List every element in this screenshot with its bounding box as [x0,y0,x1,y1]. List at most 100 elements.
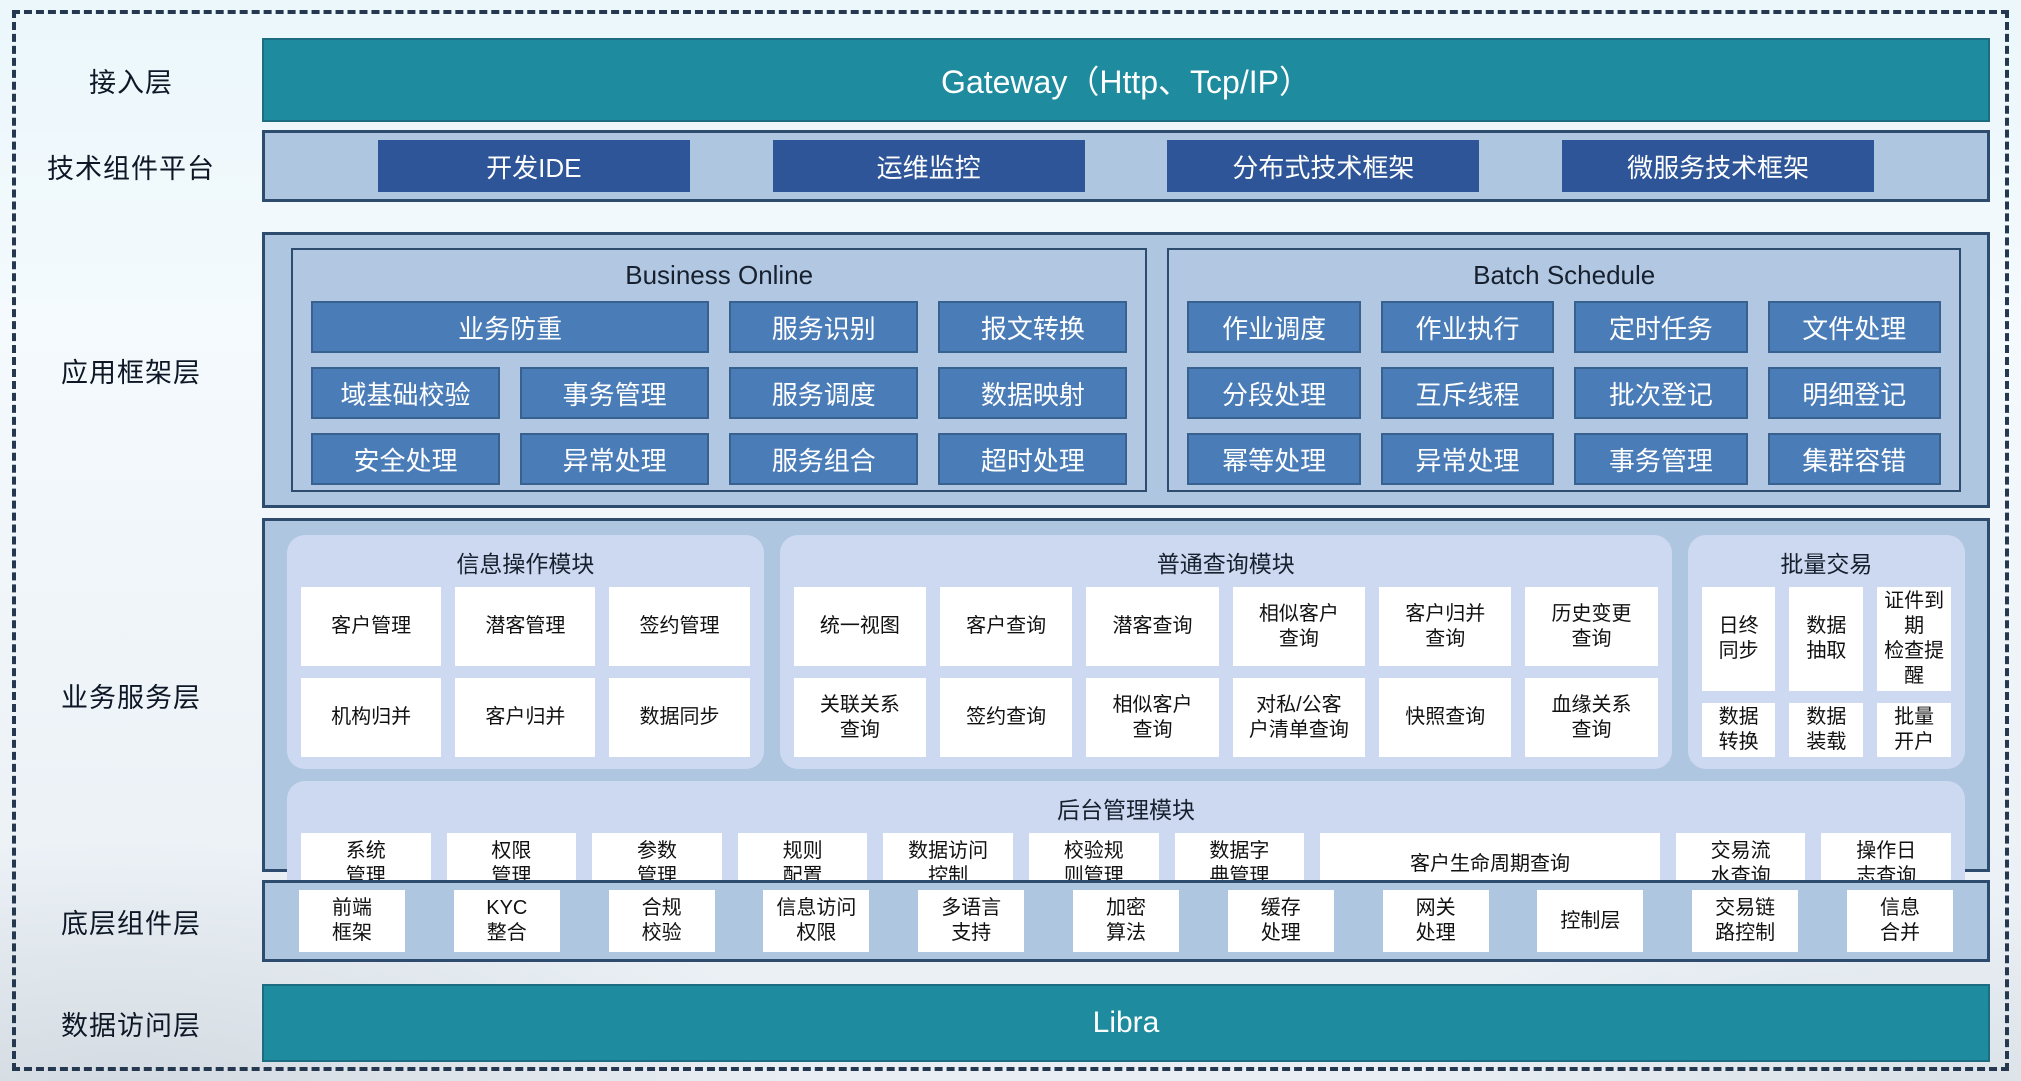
tech-platform-block: 开发IDE [377,140,690,192]
batch-schedule-block: 集群容错 [1767,433,1941,485]
business-service-row: 业务服务层 信息操作模块 客户管理 潜客管理 签约管理 机构归并 客户归并 [0,518,1990,907]
base-component-block: 合规 校验 [608,890,715,952]
app-framework-row: 应用框架层 Business Online 业务防重 服务识别 报文转换 域基础… [0,232,1990,508]
business-online-block: 安全处理 [311,433,501,485]
base-component-block: 交易链 路控制 [1692,890,1799,952]
layer-stack: 接入层 Gateway（Http、Tcp/IP） 技术组件平台 开发IDE 运维… [0,38,1990,1062]
layer-label-tech-platform: 技术组件平台 [47,153,215,184]
query-module-block: 客户查询 [940,587,1073,666]
batch-schedule-block: 互斥线程 [1380,367,1555,419]
batch-schedule-block: 明细登记 [1767,367,1941,419]
batch-schedule-grid: 作业调度 作业执行 定时任务 文件处理 分段处理 互斥线程 批次登记 明细登记 … [1187,301,1941,485]
base-component-block: 前端 框架 [299,890,405,952]
business-online-title: Business Online [625,260,814,290]
batch-trade-block: 证件到期 检查提醒 [1877,587,1951,691]
query-module-block: 签约查询 [940,678,1073,757]
info-module-block: 数据同步 [609,678,750,757]
query-module-block: 客户归并 查询 [1379,587,1512,666]
info-operation-grid: 客户管理 潜客管理 签约管理 机构归并 客户归并 数据同步 [301,587,750,757]
business-online-block: 报文转换 [938,301,1128,353]
batch-trade-block: 数据 转换 [1701,703,1776,757]
business-online-block: 异常处理 [520,433,710,485]
base-component-block: 信息访问 权限 [763,890,870,952]
layer-label-business-service: 业务服务层 [61,682,201,713]
batch-schedule-block: 异常处理 [1380,433,1555,485]
batch-trade-block: 批量 开户 [1877,703,1951,757]
base-component-block: 多语言 支持 [918,890,1025,952]
query-module-block: 血缘关系 查询 [1525,678,1658,757]
info-module-block: 客户归并 [455,678,596,757]
batch-schedule-block: 文件处理 [1767,301,1941,353]
business-online-block: 业务防重 [311,301,710,353]
info-module-block: 潜客管理 [455,587,596,666]
tech-platform-block: 运维监控 [772,140,1085,192]
info-operation-module: 信息操作模块 客户管理 潜客管理 签约管理 机构归并 客户归并 数据同步 [287,535,764,769]
query-module-block: 快照查询 [1379,678,1512,757]
batch-schedule-block: 批次登记 [1574,367,1748,419]
batch-trade-block: 数据 装载 [1789,703,1864,757]
batch-schedule-block: 事务管理 [1574,433,1748,485]
app-framework-container: Business Online 业务防重 服务识别 报文转换 域基础校验 事务管… [262,232,1990,508]
base-components-container: 前端 框架 KYC 整合 合规 校验 信息访问 权限 多语言 支持 加密 算法 … [262,880,1990,962]
general-query-grid: 统一视图 客户查询 潜客查询 相似客户 查询 客户归并 查询 历史变更 查询 关… [793,587,1658,757]
info-module-block: 机构归并 [301,678,442,757]
base-component-block: 网关 处理 [1382,890,1489,952]
info-module-block: 签约管理 [609,587,750,666]
tech-platform-row: 技术组件平台 开发IDE 运维监控 分布式技术框架 微服务技术框架 [0,130,1990,202]
business-online-grid: 业务防重 服务识别 报文转换 域基础校验 事务管理 服务调度 数据映射 安全处理… [311,301,1128,485]
batch-schedule-block: 幂等处理 [1187,433,1361,485]
info-module-block: 客户管理 [301,587,442,666]
query-module-block: 相似客户 查询 [1232,587,1366,666]
tech-platform-block: 微服务技术框架 [1562,140,1875,192]
general-query-title: 普通查询模块 [1156,551,1295,577]
batch-schedule-panel: Batch Schedule 作业调度 作业执行 定时任务 文件处理 分段处理 … [1167,248,1961,492]
query-module-block: 历史变更 查询 [1525,587,1658,666]
batch-trade-title: 批量交易 [1780,551,1873,577]
gateway-bar: Gateway（Http、Tcp/IP） [262,38,1990,122]
business-online-block: 服务识别 [729,301,919,353]
batch-schedule-block: 作业执行 [1380,301,1555,353]
query-module-block: 关联关系 查询 [793,678,926,757]
business-online-block: 事务管理 [520,367,710,419]
tech-platform-container: 开发IDE 运维监控 分布式技术框架 微服务技术框架 [262,130,1990,202]
general-query-module: 普通查询模块 统一视图 客户查询 潜客查询 相似客户 查询 客户归并 查询 历史… [779,535,1672,769]
business-online-panel: Business Online 业务防重 服务识别 报文转换 域基础校验 事务管… [291,248,1148,492]
business-online-block: 域基础校验 [311,367,501,419]
batch-trade-module: 批量交易 日终 同步 数据 抽取 证件到期 检查提醒 数据 转换 数据 装载 批… [1687,535,1965,769]
batch-schedule-block: 定时任务 [1574,301,1748,353]
business-online-block: 超时处理 [938,433,1128,485]
batch-schedule-title: Batch Schedule [1473,260,1656,290]
base-components-row: 底层组件层 前端 框架 KYC 整合 合规 校验 信息访问 权限 多语言 支持 … [0,880,1990,962]
batch-trade-block: 数据 抽取 [1789,587,1864,691]
layer-label-app-framework: 应用框架层 [61,357,201,388]
business-online-block: 数据映射 [938,367,1128,419]
base-component-block: 控制层 [1537,890,1644,952]
query-module-block: 统一视图 [793,587,926,666]
admin-module-title: 后台管理模块 [1057,797,1195,823]
batch-schedule-block: 作业调度 [1187,301,1361,353]
business-service-modules: 信息操作模块 客户管理 潜客管理 签约管理 机构归并 客户归并 数据同步 [287,535,1965,769]
business-online-block: 服务组合 [729,433,919,485]
layer-label-data-access: 数据访问层 [61,1010,201,1041]
libra-bar: Libra [262,984,1990,1062]
info-operation-title: 信息操作模块 [456,551,595,577]
batch-schedule-block: 分段处理 [1187,367,1361,419]
base-component-block: 信息 合并 [1846,890,1953,952]
batch-trade-grid: 日终 同步 数据 抽取 证件到期 检查提醒 数据 转换 数据 装载 批量 开户 [1701,587,1951,757]
tech-platform-block: 分布式技术框架 [1167,140,1480,192]
base-component-block: 加密 算法 [1072,890,1179,952]
query-module-block: 对私/公客 户清单查询 [1232,678,1366,757]
query-module-block: 相似客户 查询 [1086,678,1219,757]
batch-trade-block: 日终 同步 [1701,587,1776,691]
layer-label-base-components: 底层组件层 [61,908,201,939]
libra-text: Libra [1092,1006,1160,1039]
base-component-block: KYC 整合 [453,890,560,952]
business-service-container: 信息操作模块 客户管理 潜客管理 签约管理 机构归并 客户归并 数据同步 [262,518,1990,907]
layer-label-access: 接入层 [89,67,173,98]
query-module-block: 潜客查询 [1086,587,1219,666]
data-access-row: 数据访问层 Libra [0,984,1990,1062]
base-component-block: 缓存 处理 [1227,890,1334,952]
access-layer-row: 接入层 Gateway（Http、Tcp/IP） [0,38,1990,122]
business-online-block: 服务调度 [729,367,919,419]
